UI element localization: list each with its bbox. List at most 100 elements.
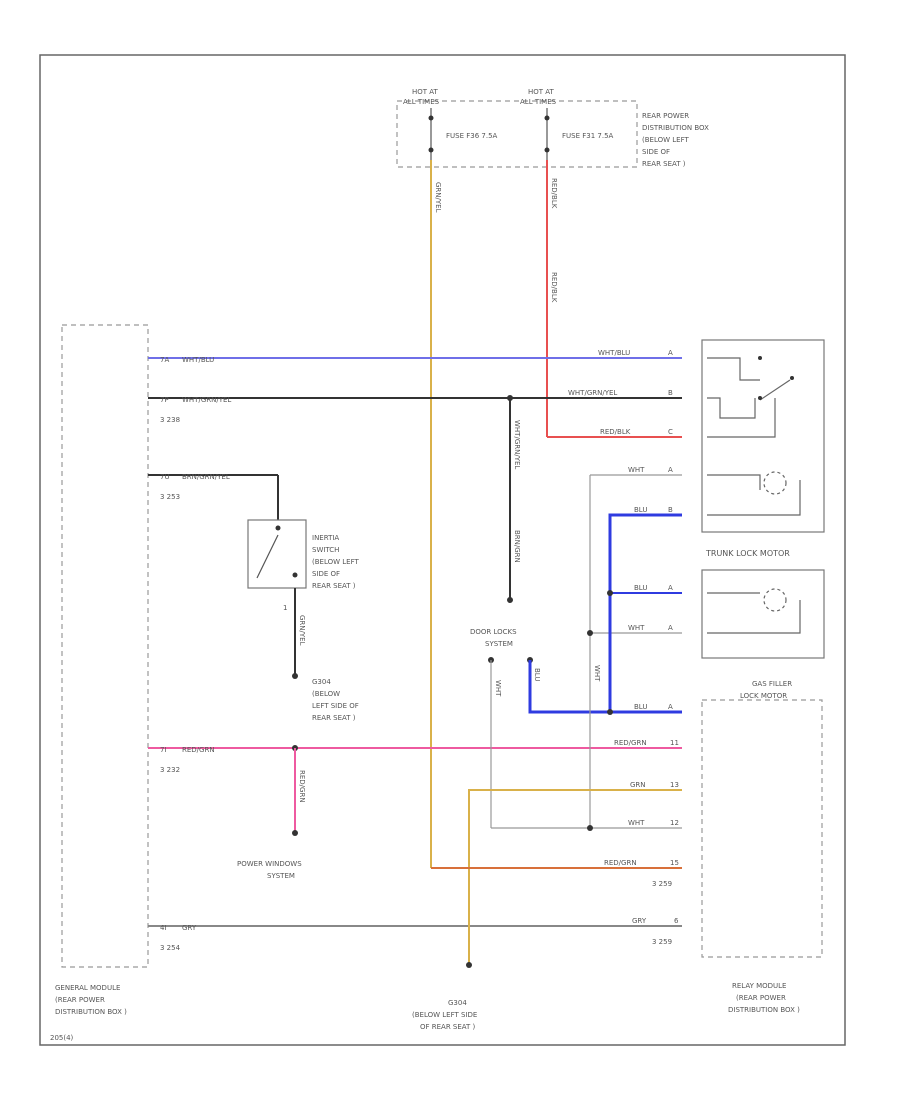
ground-bottom-line-2: (BELOW LEFT SIDE	[412, 1011, 477, 1019]
trunk-lock-motor-box	[701, 339, 825, 533]
fuse-hot-label-1: HOT AT ALL TIMES	[403, 88, 440, 106]
relay-module-line-2: (REAR POWER	[736, 994, 786, 1002]
ground-mid-line-3: LEFT SIDE OF	[312, 702, 359, 710]
wire-label-red-blk-mid: RED/BLK	[550, 272, 558, 303]
wire-label-door-locks-top: WHT/GRN/YEL	[513, 420, 521, 469]
second-motor-symbol	[707, 588, 801, 634]
inertia-switch-pin: 1	[283, 604, 287, 612]
pin-4i: 4I	[160, 924, 167, 932]
inertia-switch-contact	[256, 534, 279, 579]
ground-bottom-label: G304 (BELOW LEFT SIDE OF REAR SEAT )	[412, 999, 477, 1031]
wire-label-left-gry: GRY	[182, 924, 197, 932]
fuse-f31-label: FUSE F31 7.5A	[562, 132, 614, 140]
fuse-f36-top-terminal	[428, 115, 434, 121]
ground-mid-label: G304 (BELOW LEFT SIDE OF REAR SEAT )	[312, 678, 359, 722]
trunk-switch-symbol	[707, 356, 794, 438]
pin-right-b-2: B	[668, 506, 673, 514]
fuse-f36-bottom-terminal	[428, 147, 434, 153]
pin-right-b-1: B	[668, 389, 673, 397]
inertia-switch	[247, 519, 307, 589]
rear-power-box-line-4: SIDE OF	[642, 148, 670, 156]
wire-label-right-wht-1: WHT	[628, 466, 645, 474]
wire-label-right-red-grn-2: RED/GRN	[604, 859, 637, 867]
connector-259-lower: 3 259	[652, 938, 672, 946]
power-windows-line-2: SYSTEM	[267, 872, 295, 880]
relay-module-line-3: DISTRIBUTION BOX )	[728, 1006, 800, 1014]
wire-label-right-wht-grn-yel: WHT/GRN/YEL	[568, 389, 617, 397]
wire-label-left-wht-blu: WHT/BLU	[182, 356, 214, 364]
wire-label-inertia-ground: GRN/YEL	[298, 615, 306, 646]
pin-7a: 7A	[160, 356, 169, 364]
inertia-switch-line-1: INERTIA	[312, 534, 339, 542]
gas-filler-line-1: GAS FILLER	[752, 680, 792, 688]
inertia-switch-line-5: REAR SEAT )	[312, 582, 356, 590]
connector-253: 3 253	[160, 493, 180, 501]
rear-power-box-line-2: DISTRIBUTION BOX	[642, 124, 709, 132]
rear-power-box-line-1: REAR POWER	[642, 112, 689, 120]
ground-bottom-line-1: G304	[448, 999, 467, 1007]
relay-module-line-1: RELAY MODULE	[732, 982, 786, 990]
ground-mid-line-2: (BELOW	[312, 690, 340, 698]
general-module-line-3: DISTRIBUTION BOX )	[55, 1008, 127, 1016]
power-windows-terminal	[292, 830, 298, 836]
diagram-frame	[39, 54, 846, 1046]
pin-right-11: 11	[670, 739, 679, 747]
trunk-lock-motor-label: TRUNK LOCK MOTOR	[705, 549, 790, 558]
wire-label-right-wht-3: WHT	[628, 819, 645, 827]
wire-label-left-brn-grn-yel: BRN/GRN/YEL	[182, 473, 230, 481]
hot-label-1-line-2: ALL TIMES	[403, 98, 440, 106]
wire-label-door-locks-blu: BLU	[533, 668, 541, 681]
door-locks-line-2: SYSTEM	[485, 640, 513, 648]
splice-blu-upper	[607, 590, 613, 596]
ground-g304-mid	[292, 673, 298, 679]
ground-bottom-line-3: OF REAR SEAT )	[420, 1023, 476, 1031]
wire-label-right-blu-2: BLU	[634, 584, 647, 592]
inertia-switch-line-4: SIDE OF	[312, 570, 340, 578]
wire-label-right-wht-2: WHT	[628, 624, 645, 632]
door-locks-line-1: DOOR LOCKS	[470, 628, 517, 636]
rear-power-box-label: REAR POWER DISTRIBUTION BOX (BELOW LEFT …	[642, 112, 709, 168]
wire-door-locks-blu	[528, 660, 682, 714]
pin-right-12: 12	[670, 819, 679, 827]
ground-g304-bottom	[466, 962, 472, 968]
inertia-switch-label: INERTIA SWITCH (BELOW LEFT SIDE OF REAR …	[312, 534, 359, 590]
inertia-switch-line-3: (BELOW LEFT	[312, 558, 359, 566]
wire-blu-vertical	[608, 513, 682, 712]
pin-right-a-5: A	[668, 703, 673, 711]
pin-right-c: C	[668, 428, 673, 436]
fuse-f36-label: FUSE F36 7.5A	[446, 132, 498, 140]
hot-label-1-line-1: HOT AT	[412, 88, 439, 96]
ground-mid-line-1: G304	[312, 678, 331, 686]
wire-label-right-gry: GRY	[632, 917, 647, 925]
rear-power-box-line-5: REAR SEAT )	[642, 160, 686, 168]
inertia-switch-bottom-terminal	[292, 572, 298, 578]
pin-right-15: 15	[670, 859, 679, 867]
inertia-switch-top-terminal	[275, 525, 281, 531]
wire-label-left-wht-grn-yel: WHT/GRN/YEL	[182, 396, 231, 404]
general-module-line-2: (REAR POWER	[55, 996, 105, 1004]
wire-label-wht-vertical: WHT	[593, 665, 601, 682]
right-wire-labels: WHT/BLU A WHT/GRN/YEL B RED/BLK C WHT A …	[568, 349, 679, 946]
rear-power-distribution-box-outline	[396, 100, 638, 168]
wire-label-right-blu-1: BLU	[634, 506, 647, 514]
pin-right-a-3: A	[668, 584, 673, 592]
fuse-f31-top-terminal	[544, 115, 550, 121]
fuse-hot-label-2: HOT AT ALL TIMES	[520, 88, 557, 106]
inertia-switch-line-2: SWITCH	[312, 546, 339, 554]
pin-right-a-4: A	[668, 624, 673, 632]
pin-7u: 7U	[160, 473, 170, 481]
general-module-label: GENERAL MODULE (REAR POWER DISTRIBUTION …	[55, 984, 127, 1016]
wire-label-red-blk-top: RED/BLK	[550, 178, 558, 209]
wire-label-grn-yel-top: GRN/YEL	[434, 182, 442, 213]
hot-label-2-line-1: HOT AT	[528, 88, 555, 96]
wire-label-right-red-grn: RED/GRN	[614, 739, 647, 747]
connector-238: 3 238	[160, 416, 180, 424]
pin-7p: 7P	[160, 396, 169, 404]
fuse-f31-bottom-terminal	[544, 147, 550, 153]
wire-label-right-wht-blu: WHT/BLU	[598, 349, 630, 357]
relay-module-label: RELAY MODULE (REAR POWER DISTRIBUTION BO…	[728, 982, 800, 1014]
trunk-motor-symbol	[707, 471, 801, 516]
wire-label-right-grn: GRN	[630, 781, 646, 789]
splice-wht-upper	[587, 630, 593, 636]
